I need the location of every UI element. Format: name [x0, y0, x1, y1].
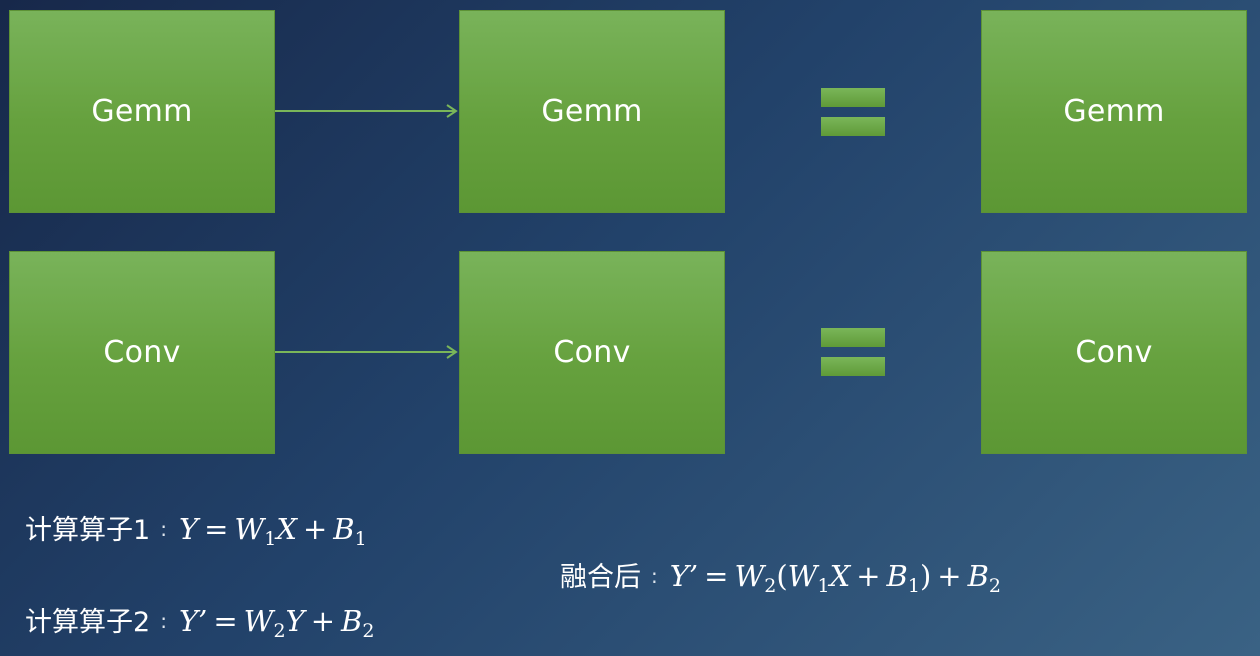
conv-box-left: Conv — [9, 251, 275, 454]
formula-colon: : — [651, 564, 658, 588]
equals-bar-bottom — [821, 357, 885, 376]
formula-fused: 融合后: Y’=W2(W1X+B1)+B2 — [560, 559, 1001, 597]
conv-box-right: Conv — [981, 251, 1247, 454]
box-label: Gemm — [1063, 94, 1165, 129]
conv-box-middle: Conv — [459, 251, 725, 454]
box-label: Conv — [1075, 335, 1153, 370]
equals-bar-top — [821, 88, 885, 107]
formula-math: Y’=W2(W1X+B1)+B2 — [669, 559, 1001, 597]
gemm-box-right: Gemm — [981, 10, 1247, 213]
equals-bar-bottom — [821, 117, 885, 136]
formula-label: 计算算子2 — [25, 607, 151, 638]
box-label: Gemm — [541, 94, 643, 129]
gemm-box-middle: Gemm — [459, 10, 725, 213]
formula-colon: : — [160, 517, 167, 541]
formula-op1: 计算算子1: Y=W1X+B1 — [25, 512, 367, 550]
formula-colon: : — [160, 609, 167, 633]
formula-label: 融合后 — [560, 562, 641, 593]
formula-op2: 计算算子2: Y’=W2Y+B2 — [25, 604, 375, 642]
equals-bar-top — [821, 328, 885, 347]
box-label: Gemm — [91, 94, 193, 129]
formula-math: Y=W1X+B1 — [178, 512, 367, 550]
formula-label: 计算算子1 — [25, 515, 151, 546]
formula-math: Y’=W2Y+B2 — [178, 604, 375, 642]
box-label: Conv — [553, 335, 631, 370]
box-label: Conv — [103, 335, 181, 370]
gemm-box-left: Gemm — [9, 10, 275, 213]
arrow-conv — [275, 345, 458, 359]
arrow-gemm — [275, 104, 458, 118]
